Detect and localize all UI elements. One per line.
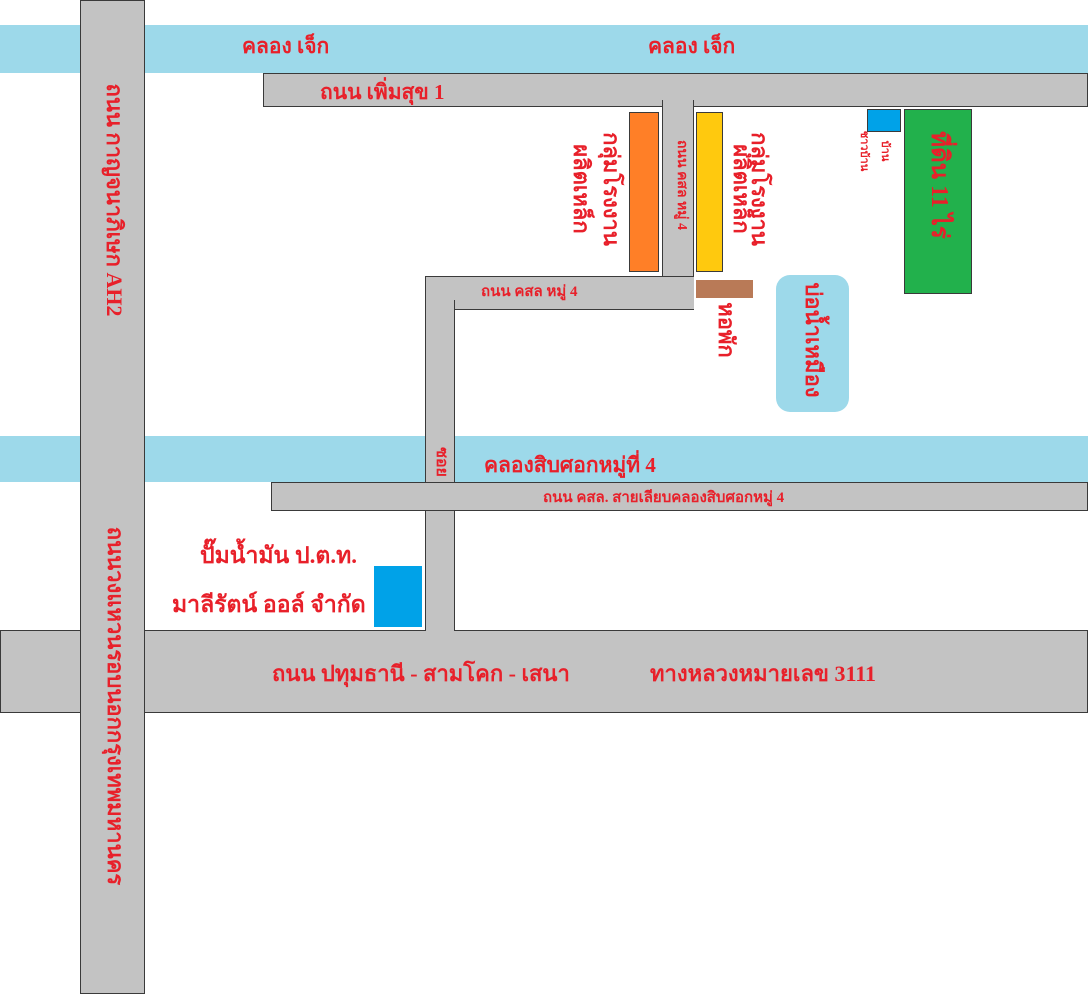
land-plot <box>904 109 972 294</box>
road-kasol-moo4-label: ถนน คสล หมู่ 4 <box>481 284 578 300</box>
road-left-upper-label: ถนน กาญจนาภิเษก AH2 <box>102 83 127 317</box>
house-label-line2: ชาวบ้าน <box>858 130 870 172</box>
canal-chek <box>0 25 1088 73</box>
canal-sip-sok-label: คลองสิบศอกหมู่ที่ 4 <box>484 453 656 477</box>
road-left-lower-label: ถนนวงแหวนรอบนอกกรุงเทพมหานคร <box>103 526 128 886</box>
road-kanchanaphisek <box>80 0 145 994</box>
canal-chek-label-right: คลอง เจ็ก <box>648 34 736 58</box>
house-label-line1: บ้าน <box>879 140 891 162</box>
road-pathum <box>0 630 1088 713</box>
factory-group-yellow <box>696 112 723 272</box>
gas-station-name-line1: ปั๊มน้ำมัน ป.ต.ท. <box>200 543 357 568</box>
dormitory-block <box>696 280 753 298</box>
gas-station-box <box>374 566 422 627</box>
road-pathum-label: ถนน ปทุมธานี - สามโคก - เสนา <box>272 661 570 686</box>
road-kasol-moo4-vertical <box>662 100 694 310</box>
land-label: ที่ดิน 11 ไร่ <box>926 131 952 239</box>
factory-group-1-label: กลุ่มโรงงาน <box>599 132 624 246</box>
factory-group-2-sub-label: ผลิตเหล็ก <box>729 144 754 234</box>
pond-shape <box>776 275 849 412</box>
road-soi <box>425 300 455 636</box>
highway-number-label: ทางหลวงหมายเลข 3111 <box>650 661 877 686</box>
pond-label: บ่อน้ำเหมือง <box>801 282 826 398</box>
canal-sip-sok <box>0 436 1088 482</box>
factory-group-1-sub-label: ผลิตเหล็ก <box>569 144 594 234</box>
road-phoem-suk-label: ถนน เพิ่มสุข 1 <box>320 80 445 104</box>
gas-station-name-line2: มาลีรัตน์ ออล์ จำกัด <box>172 592 366 617</box>
dormitory-label: หอพัก <box>714 302 739 358</box>
canal-chek-label-left: คลอง เจ็ก <box>242 34 330 58</box>
road-kasol-moo4-horizontal <box>425 276 694 310</box>
road-kasol-moo4-vertical-label: ถนน คสล หมู่ 4 <box>674 139 689 231</box>
factory-group-orange <box>629 112 659 272</box>
road-canal-side-label: ถนน คสล. สายเลียบคลองสิบศอกหมู่ 4 <box>543 490 785 506</box>
road-phoem-suk <box>263 73 1088 107</box>
house-box <box>867 109 901 132</box>
road-soi-label: ซอย <box>433 447 450 477</box>
